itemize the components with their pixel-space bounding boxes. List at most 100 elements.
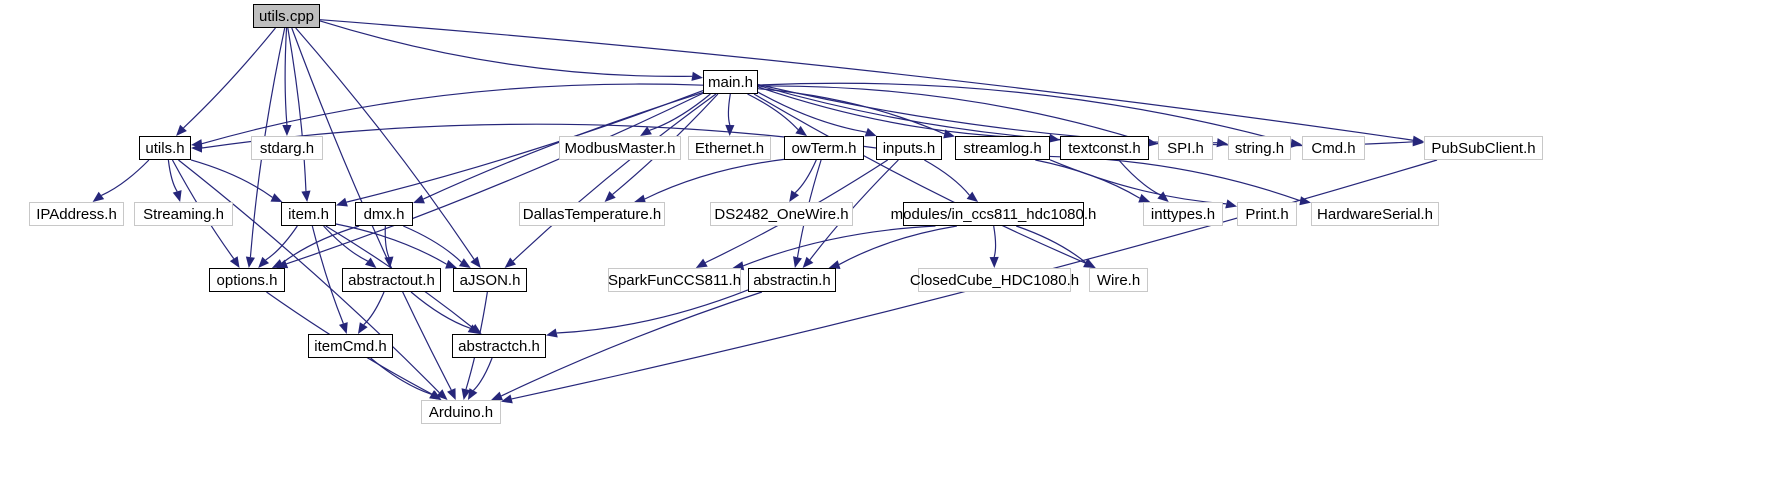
graph-node-label: IPAddress.h: [36, 205, 117, 223]
graph-node-print-h[interactable]: Print.h: [1237, 202, 1297, 226]
edge-arrowhead: [92, 191, 105, 202]
graph-edge-utils-cpp-to-utils-h: [183, 27, 276, 129]
edge-arrowhead: [458, 258, 471, 268]
graph-node-abstractin-h[interactable]: abstractin.h: [748, 268, 836, 292]
graph-node-inputs-h[interactable]: inputs.h: [876, 136, 942, 160]
graph-node-label: utils.h: [145, 139, 185, 157]
graph-node-cmd-h[interactable]: Cmd.h: [1302, 136, 1365, 160]
graph-node-label: SPI.h: [1167, 139, 1204, 157]
edge-arrowhead: [364, 257, 377, 268]
edge-arrowhead: [695, 258, 708, 268]
graph-node-label: utils.cpp: [258, 7, 315, 25]
graph-edge-main-h-to-cmd-h: [757, 82, 1292, 144]
edge-arrowhead: [470, 256, 481, 268]
graph-node-label: aJSON.h: [459, 271, 521, 289]
graph-node-modules-ccs811[interactable]: modules/in_ccs811_hdc1080.h: [891, 202, 1096, 226]
edge-arrowhead: [491, 391, 504, 401]
graph-edge-utils-cpp-to-pubsubclient-h: [319, 19, 1414, 141]
graph-edge-utils-cpp-to-item-h: [287, 27, 307, 192]
graph-edge-modules-ccs811-to-closedcube-h: [993, 225, 997, 258]
graph-edge-abstractin-h-to-arduino-h: [501, 291, 763, 397]
graph-node-label: abstractch.h: [458, 337, 540, 355]
graph-edge-utils-cpp-to-ajson-h: [295, 27, 475, 260]
graph-node-label: Cmd.h: [1311, 139, 1356, 157]
graph-edge-dmx-h-to-abstractout-h: [384, 225, 390, 258]
graph-node-item-h[interactable]: item.h: [281, 202, 336, 226]
edge-arrowhead: [172, 190, 182, 202]
graph-node-dmx-h[interactable]: dmx.h: [355, 202, 413, 226]
graph-node-wire-h[interactable]: Wire.h: [1089, 268, 1148, 292]
graph-node-utils-cpp[interactable]: utils.cpp: [253, 4, 320, 28]
graph-node-label: owTerm.h: [791, 139, 857, 157]
graph-edge-utils-cpp-to-stdarg-h: [284, 27, 288, 126]
graph-node-label: Ethernet.h: [694, 139, 765, 157]
graph-edge-main-h-to-utils-h: [201, 83, 704, 145]
edge-arrowhead: [413, 194, 425, 204]
graph-node-ds2482-onewire-h[interactable]: DS2482_OneWire.h: [710, 202, 853, 226]
graph-node-streaming-h[interactable]: Streaming.h: [134, 202, 233, 226]
graph-node-label: inputs.h: [882, 139, 936, 157]
graph-edge-owterm-h-to-dallastemperature-h: [644, 158, 785, 200]
graph-node-ajson-h[interactable]: aJSON.h: [453, 268, 527, 292]
graph-node-label: abstractout.h: [348, 271, 435, 289]
graph-node-label: options.h: [216, 271, 278, 289]
graph-node-utils-h[interactable]: utils.h: [139, 136, 191, 160]
graph-node-pubsubclient-h[interactable]: PubSubClient.h: [1424, 136, 1543, 160]
edge-arrowhead: [504, 257, 516, 268]
edge-arrowhead: [1083, 258, 1096, 268]
graph-node-textconst-h[interactable]: textconst.h: [1060, 136, 1149, 160]
graph-node-label: inttypes.h: [1150, 205, 1216, 223]
graph-node-label: main.h: [707, 73, 754, 91]
graph-node-label: Arduino.h: [428, 403, 494, 421]
graph-node-label: SparkFunCCS811.h: [607, 271, 742, 289]
graph-node-abstractch-h[interactable]: abstractch.h: [452, 334, 546, 358]
edge-arrowhead: [429, 390, 442, 400]
edge-arrowhead: [461, 388, 471, 400]
graph-edge-main-h-to-inputs-h: [757, 91, 867, 133]
graph-node-owterm-h[interactable]: owTerm.h: [784, 136, 864, 160]
edge-arrowhead: [793, 256, 802, 268]
graph-node-closedcube-h[interactable]: ClosedCube_HDC1080.h: [910, 268, 1079, 292]
graph-node-label: PubSubClient.h: [1431, 139, 1536, 157]
graph-node-label: textconst.h: [1068, 139, 1141, 157]
edge-arrowhead: [191, 143, 202, 153]
graph-node-sparkfunccs811-h[interactable]: SparkFunCCS811.h: [608, 268, 741, 292]
graph-edge-item-h-to-options-h: [265, 225, 298, 261]
edge-arrowhead: [1138, 193, 1151, 203]
graph-node-ethernet-h[interactable]: Ethernet.h: [688, 136, 771, 160]
edge-arrowhead: [1290, 138, 1302, 148]
graph-node-label: abstractin.h: [753, 271, 831, 289]
graph-edge-textconst-h-to-inttypes-h: [1118, 159, 1161, 196]
graph-edge-main-h-to-options-h: [286, 92, 704, 265]
edge-arrowhead: [828, 260, 841, 269]
edge-arrowhead: [436, 389, 448, 400]
edge-arrowhead: [384, 256, 394, 268]
graph-node-itemcmd-h[interactable]: itemCmd.h: [308, 334, 393, 358]
graph-node-label: HardwareSerial.h: [1317, 205, 1433, 223]
edge-arrowhead: [725, 124, 735, 136]
graph-node-options-h[interactable]: options.h: [209, 268, 285, 292]
graph-edge-utils-cpp-to-main-h: [319, 20, 693, 78]
graph-edge-abstractin-h-to-abstractch-h: [556, 289, 749, 334]
graph-edge-main-h-to-ethernet-h: [727, 93, 731, 126]
graph-node-hardwareserial-h[interactable]: HardwareSerial.h: [1311, 202, 1439, 226]
edge-arrowhead: [640, 126, 652, 136]
edge-arrowhead: [1299, 196, 1311, 206]
graph-edge-modules-ccs811-to-abstractin-h: [838, 225, 957, 266]
graph-node-streamlog-h[interactable]: streamlog.h: [955, 136, 1050, 160]
graph-node-main-h[interactable]: main.h: [703, 70, 758, 94]
graph-node-dallastemperature-h[interactable]: DallasTemperature.h: [519, 202, 665, 226]
graph-node-abstractout-h[interactable]: abstractout.h: [342, 268, 441, 292]
graph-node-modbusmaster-h[interactable]: ModbusMaster.h: [559, 136, 681, 160]
graph-node-inttypes-h[interactable]: inttypes.h: [1143, 202, 1223, 226]
graph-edge-utils-h-to-streaming-h: [167, 159, 178, 192]
graph-node-label: DallasTemperature.h: [522, 205, 662, 223]
graph-node-stdarg-h[interactable]: stdarg.h: [251, 136, 323, 160]
graph-node-spi-h[interactable]: SPI.h: [1158, 136, 1213, 160]
graph-node-string-h[interactable]: string.h: [1228, 136, 1291, 160]
graph-node-ipaddress-h[interactable]: IPAddress.h: [29, 202, 124, 226]
graph-node-label: dmx.h: [363, 205, 405, 223]
edge-arrowhead: [301, 190, 311, 202]
graph-node-arduino-h[interactable]: Arduino.h: [421, 400, 501, 424]
